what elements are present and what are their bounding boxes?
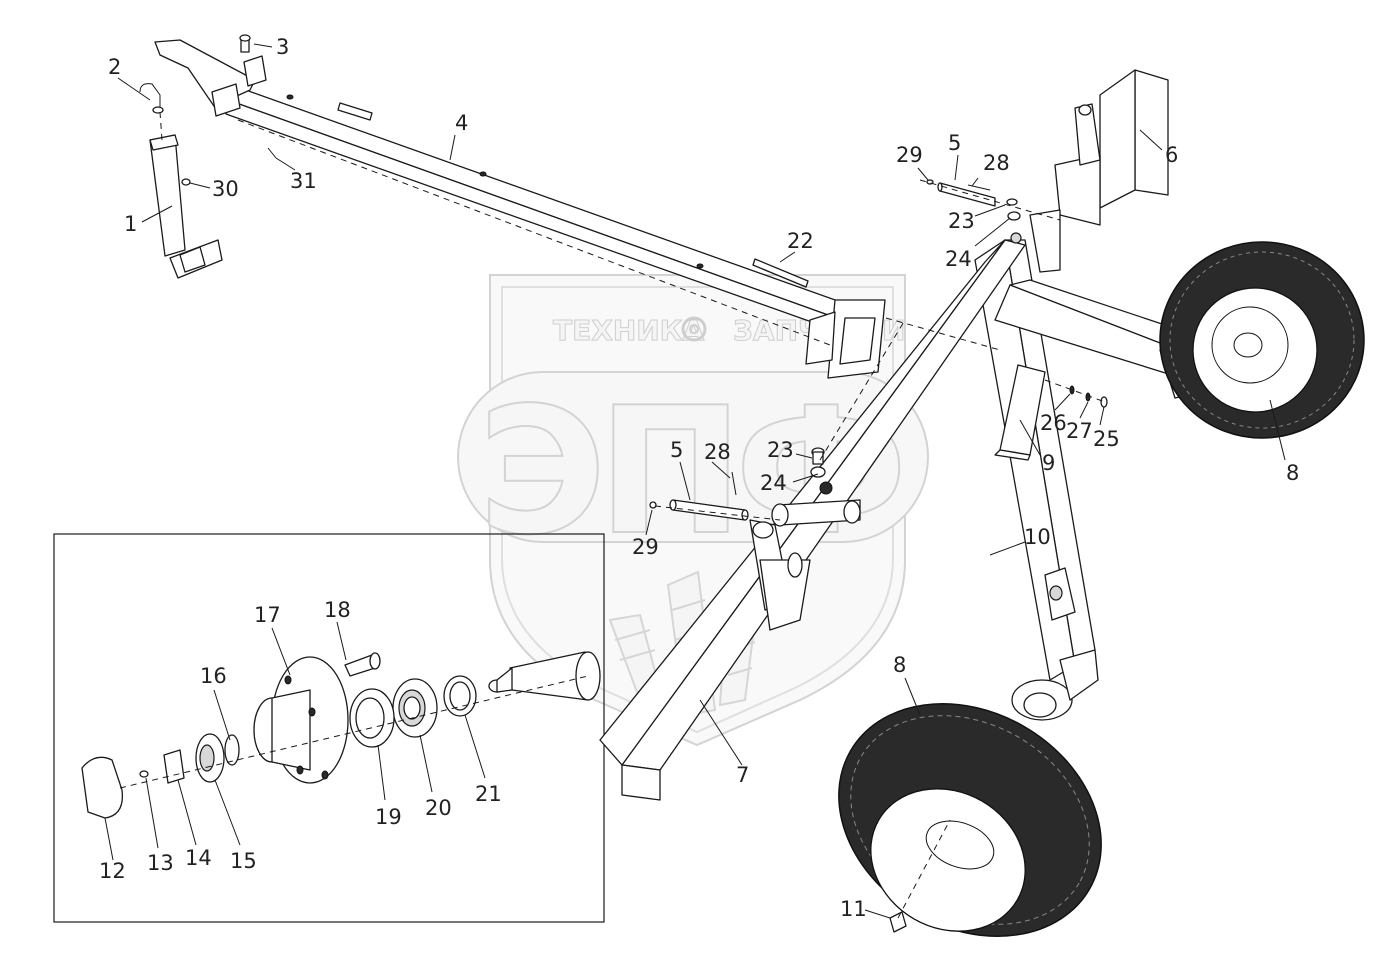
callout-26: 26: [1040, 411, 1067, 435]
plate-part-9: [994, 364, 1046, 461]
washer-part-27: [1085, 392, 1091, 402]
pin-part-2: [139, 83, 164, 114]
hub-frame-end: [1011, 649, 1099, 721]
cotter-part-31: [267, 147, 277, 159]
callout-21: 21: [475, 782, 502, 806]
pivot-assembly: [749, 499, 861, 631]
clip-part-30: [181, 178, 191, 186]
callout-5-upper: 5: [948, 131, 961, 155]
callout-15: 15: [230, 849, 257, 873]
pin-part-28-lower: [731, 471, 737, 496]
bolt-part-18: [344, 652, 381, 677]
callout-31: 31: [290, 169, 317, 193]
callout-9: 9: [1042, 451, 1055, 475]
hub-part-17: [253, 656, 349, 784]
callout-8-upper: 8: [1286, 461, 1299, 485]
callout-23-upper: 23: [948, 209, 975, 233]
nut-part-11: [889, 911, 907, 933]
callout-29-lower: 29: [632, 535, 659, 559]
pin-part-28-upper: [967, 184, 991, 191]
bar-part-22: [752, 258, 809, 288]
bearing-part-15: [195, 733, 225, 783]
nut-part-25: [1100, 396, 1108, 408]
callout-12: 12: [99, 859, 126, 883]
callout-14: 14: [185, 846, 212, 870]
wheel-part-8-upper: [1159, 241, 1365, 439]
callout-2: 2: [108, 55, 121, 79]
parking-jack-part-1: [149, 134, 223, 279]
callout-23-lower: 23: [767, 438, 794, 462]
callout-4: 4: [455, 111, 468, 135]
leader-lines: [104, 43, 1286, 919]
callout-6: 6: [1165, 143, 1178, 167]
callout-24-upper: 24: [945, 247, 972, 271]
bearing-ring-part-21: [443, 675, 477, 717]
seal-part-19: [349, 688, 395, 748]
arm-part-6: [1029, 69, 1169, 273]
callout-7: 7: [736, 763, 749, 787]
callout-17: 17: [254, 603, 281, 627]
callout-10: 10: [1024, 525, 1051, 549]
callout-11: 11: [840, 897, 867, 921]
callout-3: 3: [276, 35, 289, 59]
pin-part-5-upper: [937, 182, 996, 207]
callout-numbers: 1 2 3 4 5 5 6 7 8 8 9 10 11 12 13 14 15 …: [99, 35, 1299, 921]
callout-30: 30: [212, 177, 239, 201]
callout-18: 18: [324, 598, 351, 622]
nut-part-14: [163, 749, 185, 784]
drawbar-end-bracket: [805, 299, 886, 379]
callout-28-lower: 28: [704, 440, 731, 464]
wheel-part-8-lower: [838, 703, 1102, 937]
pin-part-29-lower: [649, 501, 657, 509]
callout-22: 22: [787, 229, 814, 253]
bearing-part-20: [392, 678, 438, 738]
washer-part-16: [224, 734, 240, 766]
callout-5-lower: 5: [670, 438, 683, 462]
callout-27: 27: [1066, 419, 1093, 443]
bolt-part-3: [239, 34, 251, 53]
callout-28-upper: 28: [983, 151, 1010, 175]
cotter-part-13: [139, 770, 149, 778]
callout-8-lower: 8: [893, 653, 906, 677]
inset-frame: [53, 533, 605, 923]
bolt-part-23-upper: [1006, 198, 1022, 244]
callout-1: 1: [124, 212, 137, 236]
callout-29-upper: 29: [896, 143, 923, 167]
callout-13: 13: [147, 851, 174, 875]
callout-16: 16: [200, 664, 227, 688]
watermark-gear-icon: [681, 316, 707, 342]
washer-part-26: [1069, 385, 1075, 395]
inset-spindle: [488, 651, 601, 701]
callout-24-lower: 24: [760, 471, 787, 495]
watermark-left-text: ТЕХНИКА: [553, 314, 705, 347]
pin-part-5-lower: [669, 499, 749, 521]
callout-19: 19: [375, 805, 402, 829]
assembly-axes: [119, 111, 1106, 919]
cap-part-12: [81, 756, 124, 819]
callout-25: 25: [1093, 427, 1120, 451]
watermark-big-text: ЭПФ: [478, 371, 908, 574]
bolt-part-23-lower: [810, 447, 833, 495]
callout-20: 20: [425, 796, 452, 820]
